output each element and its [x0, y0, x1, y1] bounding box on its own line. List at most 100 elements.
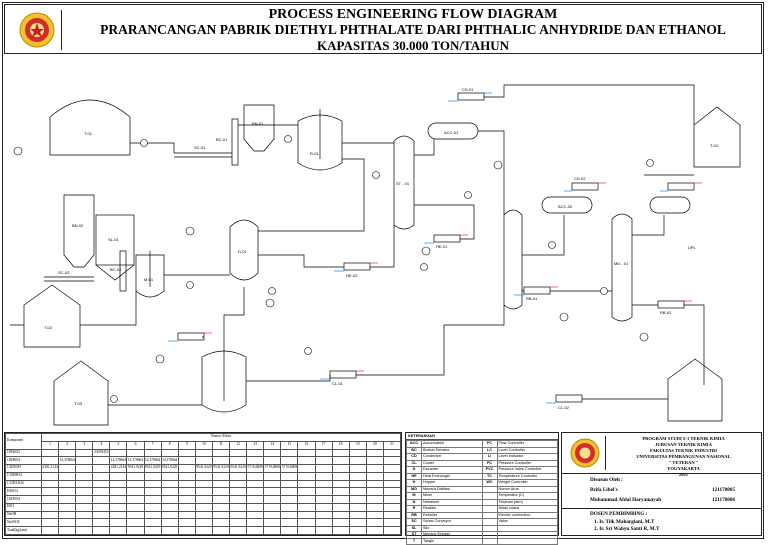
stream-cell — [177, 479, 196, 489]
stream-cell — [58, 526, 77, 535]
stream-cell — [246, 502, 265, 512]
label-hx01: HE-01 — [436, 244, 448, 249]
university-line: " VETERAN " — [668, 460, 699, 465]
stream-cell — [109, 487, 128, 497]
stream-cell — [40, 502, 60, 512]
stream-cell — [109, 526, 128, 535]
pump — [639, 332, 649, 342]
stream-cell — [194, 510, 213, 520]
controller-bubble — [186, 281, 194, 289]
stream-cell — [92, 502, 111, 512]
advisor-1: 1. Ir. Tiik Mahargiani, M.T — [594, 519, 655, 525]
stream-cell — [314, 487, 333, 497]
heat-exchanger-07 — [657, 300, 685, 309]
stream-cell: 9541,9229 — [160, 464, 179, 473]
stream-cell — [314, 448, 333, 458]
stream-cell — [194, 487, 213, 497]
stream-cell — [160, 526, 179, 535]
mixer-m01 — [135, 254, 165, 298]
stream-cell — [143, 471, 162, 481]
label-sl01: SL-01 — [108, 237, 119, 242]
stream-cell — [229, 510, 248, 520]
label-acc02: ACC-02 — [558, 204, 573, 209]
tank-t03 — [53, 360, 109, 426]
bucket-elevator-02 — [119, 250, 127, 292]
stream-cell — [126, 502, 145, 512]
stream-number-header: Nomor Aliran — [41, 433, 401, 442]
stream-cell — [177, 487, 196, 497]
stream-cell — [177, 456, 196, 466]
stream-cell — [58, 510, 77, 520]
stream-cell — [365, 464, 384, 473]
component-name: H2SO4 — [5, 487, 42, 497]
stream-cell — [280, 479, 299, 489]
component-header: Komponen — [5, 433, 42, 450]
label-st01: ST - 01 — [396, 181, 410, 186]
stream-cell — [177, 526, 196, 535]
pump — [185, 226, 195, 236]
process-lines — [10, 84, 705, 406]
stream-cell — [280, 510, 299, 520]
stream-cell — [126, 471, 145, 481]
stream-cell — [160, 479, 179, 489]
label-cl02: CL-02 — [558, 405, 570, 410]
stream-cell — [143, 510, 162, 520]
heat-exchanger-02 — [433, 234, 461, 243]
stream-cell — [348, 448, 367, 458]
stream-cell — [263, 456, 282, 466]
stream-cell — [365, 471, 384, 481]
stream-cell: 9541,9229 — [143, 464, 162, 473]
project-title: PRARANCANGAN PABRIK DIETHYL PHTHALATE DA… — [100, 22, 726, 37]
label-bc02: BC-02 — [110, 267, 122, 272]
stream-cell — [211, 487, 231, 497]
legend-text: Tangki — [421, 537, 483, 545]
stream-cell — [365, 518, 384, 528]
stream-cell — [75, 464, 94, 473]
stream-cell — [246, 471, 265, 481]
controller-bubble — [372, 171, 380, 179]
stream-cell — [263, 479, 282, 489]
stream-column-header: 15 — [280, 440, 299, 450]
stream-cell — [40, 510, 60, 520]
prepared-by-label: Disusun Oleh : — [590, 477, 623, 483]
component-name: C8H4O3 — [5, 448, 42, 458]
stream-cell — [229, 526, 248, 535]
legend-text — [496, 537, 558, 545]
stream-cell — [348, 487, 367, 497]
stream-cell — [382, 502, 402, 512]
legend-symbol: T — [406, 537, 422, 545]
prepared-by: Disusun Oleh : Brifa Libel's 121170005 M… — [562, 474, 761, 509]
stream-cell — [365, 448, 384, 458]
stripper-st01 — [393, 135, 415, 230]
component-name: NaOH — [5, 510, 42, 520]
stream-cell — [143, 448, 162, 458]
stream-cell — [297, 526, 316, 535]
stream-cell — [348, 464, 367, 473]
tank-t05 — [667, 358, 723, 422]
stream-cell — [246, 495, 265, 504]
stream-cell — [40, 479, 60, 489]
stream-cell — [331, 471, 350, 481]
stream-column-header: 2 — [58, 440, 77, 450]
stream-cell — [263, 510, 282, 520]
pump — [13, 146, 23, 156]
stream-cell — [382, 456, 402, 466]
stream-cell — [92, 456, 111, 466]
label-t04: T-04 — [710, 143, 719, 148]
stream-cell — [40, 456, 60, 466]
neutralizer-n01 — [201, 350, 247, 413]
tank-t02 — [23, 284, 81, 348]
stream-cell — [211, 526, 231, 535]
stream-cell — [75, 502, 94, 512]
stream-cell — [109, 471, 128, 481]
stream-cell — [177, 448, 196, 458]
stream-cell — [280, 448, 299, 458]
stream-column-header: 21 — [382, 440, 402, 450]
stream-cell — [348, 526, 367, 535]
stream-cell — [382, 487, 402, 497]
legend-symbol — [481, 537, 498, 545]
